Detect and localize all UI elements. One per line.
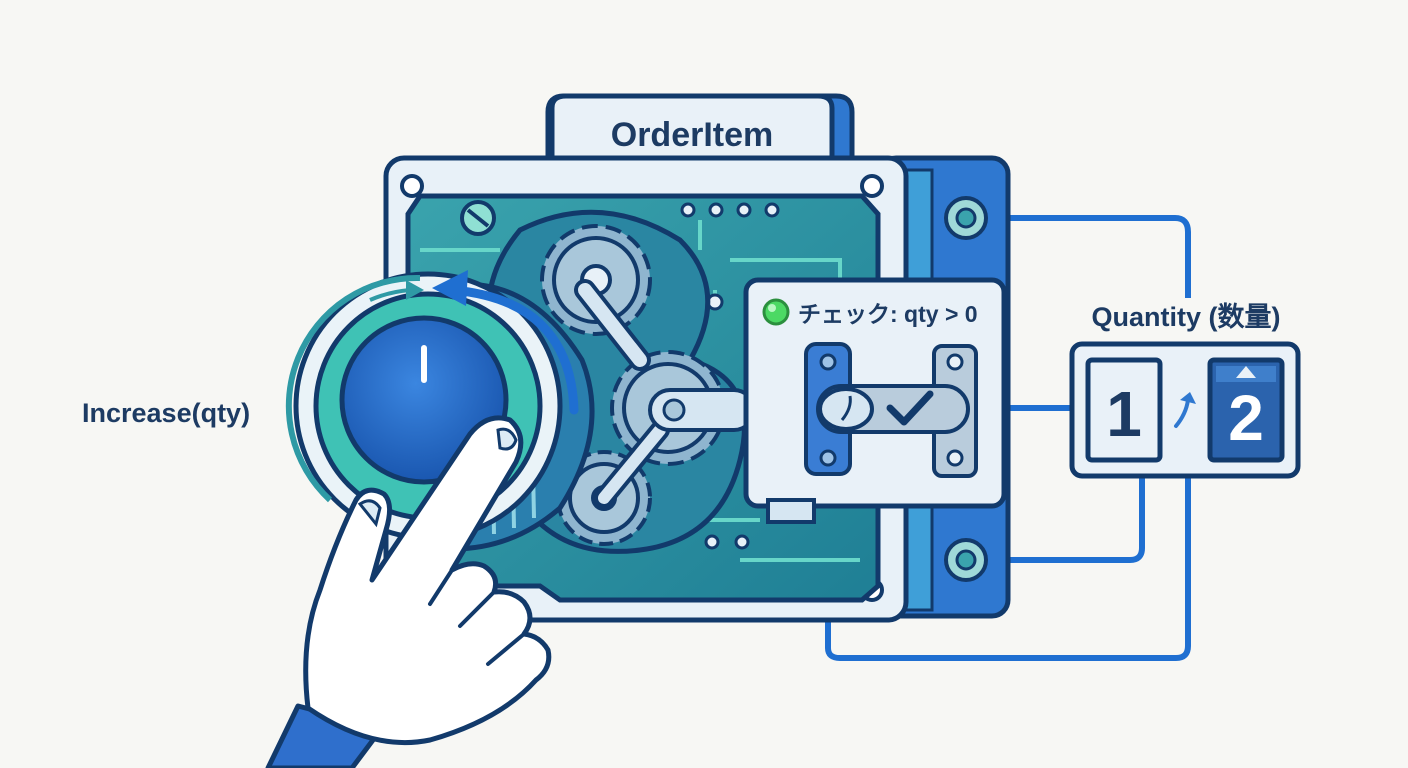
gear-mechanism [486,209,756,554]
quantity-before-value: 1 [1106,378,1142,450]
action-label: Increase(qty) [82,398,250,428]
rotate-arrow-icon [369,270,579,415]
screw-icon [400,174,424,198]
module-title: OrderItem [611,116,774,154]
linkage-arm [574,279,756,508]
triangle-up-icon [1236,366,1256,378]
screw-icon [460,200,496,236]
hand-icon [265,415,552,768]
check-icon [886,390,934,426]
status-light-icon [762,298,790,326]
arrow-up-icon [1174,398,1190,428]
module-title-tab [545,93,855,173]
quantity-label: Quantity (数量) [1092,302,1281,332]
quantity-display [1069,341,1301,479]
quantity-after-card [1207,357,1285,463]
check-label: チェック: qty > 0 [798,301,978,327]
screw-icon [860,174,884,198]
port-bottom [944,538,988,582]
gear-icon [540,224,652,336]
circuit-pads [680,202,780,550]
quantity-before-card [1085,357,1163,463]
quantity-after-value: 2 [1228,382,1264,454]
port-top [944,196,988,240]
